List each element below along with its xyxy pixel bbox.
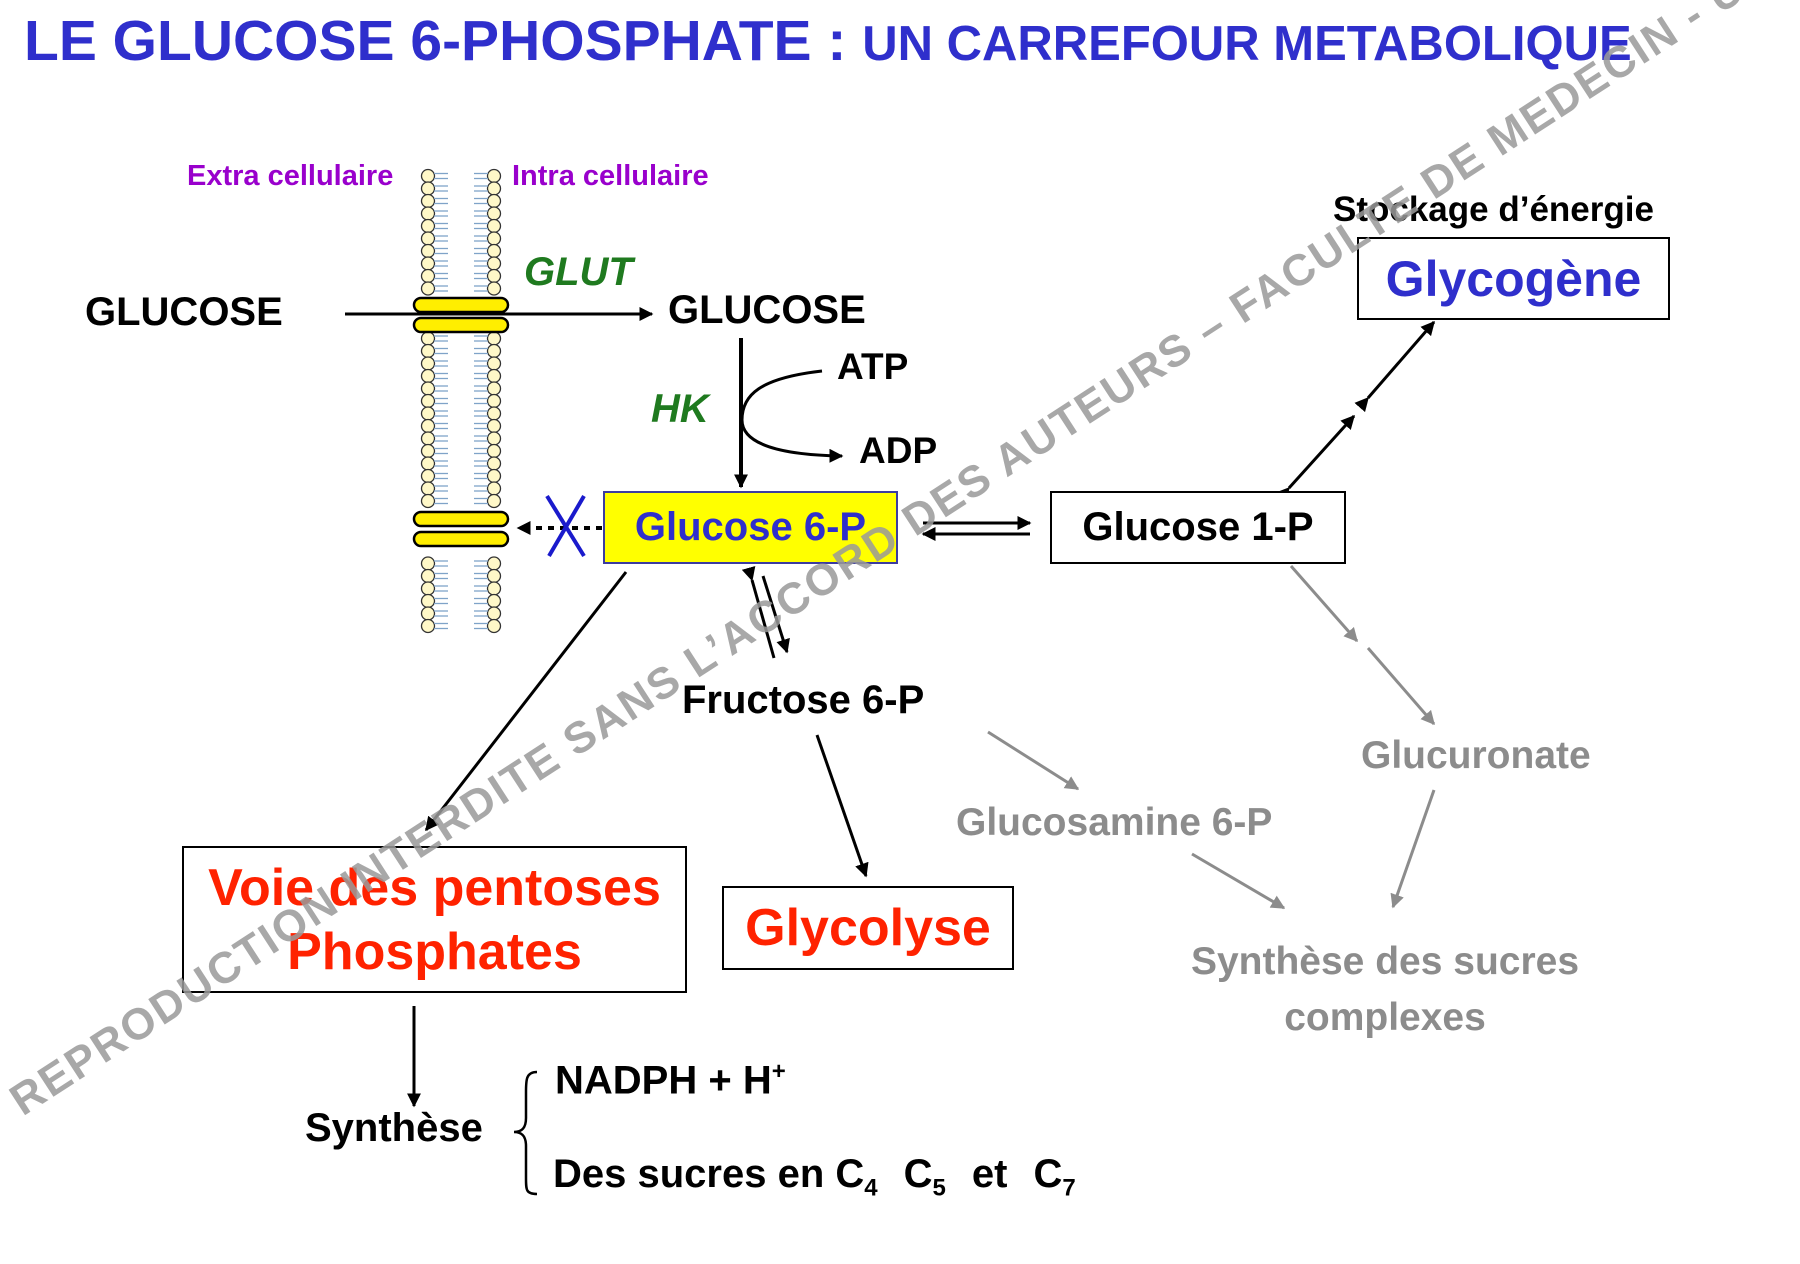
label-intracellular: Intra cellulaire — [512, 160, 709, 192]
nadph-label: NADPH + H+ — [555, 1058, 786, 1103]
c7-prefix: C — [1033, 1152, 1063, 1196]
blocked-cross-icon — [545, 494, 586, 558]
pentoses-box: Voie des pentoses Phosphates — [182, 846, 687, 993]
nadph-superscript: + — [771, 1058, 786, 1085]
arrow-f6p-glucosamine — [987, 730, 1080, 791]
arrow-glucuronate-sucres — [1390, 789, 1436, 909]
arrow-g6p-g1p-equilibrium — [921, 516, 1032, 541]
sub-c4: 4 — [864, 1174, 878, 1202]
brace — [513, 1070, 538, 1196]
export-transporter — [412, 510, 510, 548]
label-extracellular: Extra cellulaire — [187, 160, 394, 192]
pentoses-line1: Voie des pentoses — [208, 858, 661, 917]
arrow-f6p-glycolyse — [815, 734, 869, 878]
glut-transporter — [412, 296, 510, 334]
glycogene-box: Glycogène — [1357, 237, 1670, 320]
arrow-g6p-pentoses — [424, 571, 628, 832]
title-part1: LE GLUCOSE 6-PHOSPHATE : — [24, 9, 863, 73]
pentoses-line2: Phosphates — [287, 922, 582, 981]
sucres-complexes-line2: complexes — [1284, 996, 1486, 1039]
glucuronate-label: Glucuronate — [1361, 734, 1591, 777]
et-word: et — [971, 1152, 1008, 1196]
arrow-g1p-glycogene — [1275, 320, 1436, 503]
glucose-1p-box: Glucose 1-P — [1050, 491, 1346, 564]
title-part2: UN CARREFOUR METABOLIQUE — [862, 17, 1632, 71]
glucose-6p-label: Glucose 6-P — [634, 505, 867, 549]
label-stockage-energie: Stockage d’énergie — [1333, 190, 1654, 229]
fructose-6p-label: Fructose 6-P — [682, 678, 925, 722]
synthese-label: Synthèse — [305, 1106, 483, 1150]
arrow-g6p-f6p-equilibrium — [741, 565, 790, 659]
c5-prefix: C — [903, 1152, 933, 1196]
glucose-6p-box: Glucose 6-P — [603, 491, 898, 564]
enzyme-hk: HK — [651, 387, 709, 431]
enzyme-glut: GLUT — [524, 250, 633, 294]
sucres-complexes-label: Synthèse des sucres complexes — [1140, 934, 1630, 1046]
nadph-text: NADPH + H — [555, 1058, 772, 1103]
arrow-g1p-glucuronate — [1289, 565, 1436, 726]
glucose-extracellular: GLUCOSE — [85, 290, 283, 334]
sucres-complexes-line1: Synthèse des sucres — [1190, 940, 1580, 983]
glucosamine-6p-label: Glucosamine 6-P — [956, 801, 1273, 844]
glycolyse-box: Glycolyse — [722, 886, 1014, 970]
glucose-1p-label: Glucose 1-P — [1082, 505, 1314, 549]
glucose-intracellular: GLUCOSE — [668, 288, 866, 332]
label-adp: ADP — [859, 430, 938, 471]
label-atp: ATP — [837, 346, 909, 387]
glycolyse-label: Glycolyse — [745, 899, 991, 957]
page-title: LE GLUCOSE 6-PHOSPHATE : UN CARREFOUR ME… — [24, 8, 1632, 74]
arrow-glucosamine-sucres — [1191, 852, 1286, 910]
arrow-atp-adp — [740, 369, 844, 463]
sub-c7: 7 — [1062, 1174, 1076, 1202]
glycogene-label: Glycogène — [1385, 250, 1642, 307]
cell-membrane — [420, 168, 502, 634]
sucres-prefix: Des sucres en C — [553, 1152, 865, 1196]
sub-c5: 5 — [932, 1174, 946, 1202]
